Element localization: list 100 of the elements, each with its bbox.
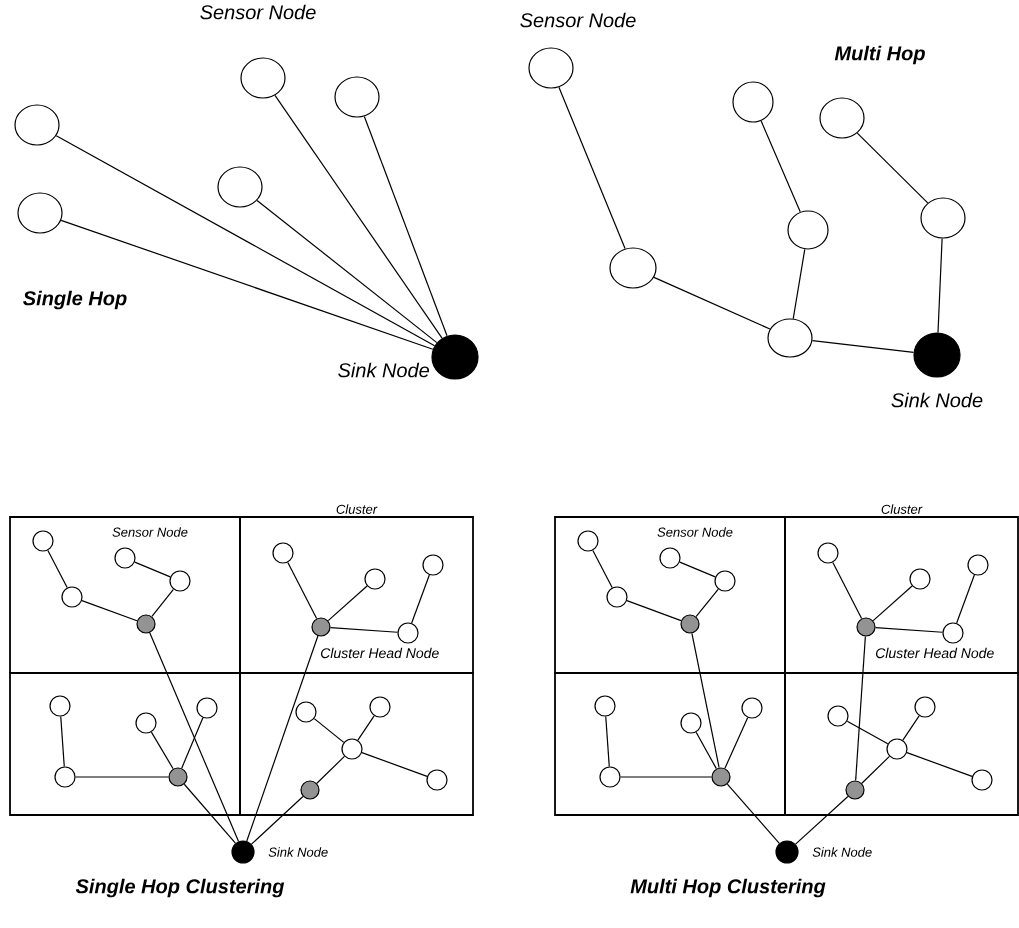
sensor-node-circle <box>767 318 813 358</box>
sensor-node-circle <box>17 192 63 234</box>
node-caption: Sink Node <box>268 847 328 857</box>
connection-line <box>361 752 428 777</box>
cluster-box <box>9 672 241 816</box>
sensor-node-circle <box>217 166 263 208</box>
connection-line <box>60 715 65 767</box>
sensor-node-circle <box>295 701 317 723</box>
connection-line <box>695 588 719 618</box>
connection-line <box>605 715 610 767</box>
sensor-node-circle <box>920 197 966 239</box>
sensor-node-circle <box>240 57 286 99</box>
sensor-node-circle <box>886 738 908 760</box>
sensor-node-circle <box>599 766 621 788</box>
sensor-node-circle <box>680 712 702 734</box>
connection-line <box>81 600 138 622</box>
sensor-node-circle <box>169 570 191 592</box>
connection-line <box>760 120 801 213</box>
annotation-label: Sensor Node <box>112 527 188 537</box>
annotation-label: Sensor Node <box>520 12 636 28</box>
sensor-node-circle <box>942 622 964 644</box>
connection-line <box>287 561 318 620</box>
annotation-label: Cluster Head Node <box>321 647 439 659</box>
connection-line <box>620 776 712 778</box>
cluster-box <box>784 672 1019 816</box>
connection-line <box>691 632 720 769</box>
connection-line <box>626 600 682 622</box>
connection-line <box>855 635 866 781</box>
sensor-node-circle <box>817 542 839 564</box>
connection-line <box>902 715 920 741</box>
sensor-node-circle <box>606 586 628 608</box>
annotation-label: Sensor Node <box>657 527 733 537</box>
connection-line <box>250 795 304 845</box>
cluster-head-circle <box>168 767 188 787</box>
cluster-label: Cluster <box>336 504 378 514</box>
sensor-node-circle <box>609 247 657 289</box>
panel-title: Single Hop Clustering <box>75 878 285 898</box>
connection-line <box>274 94 443 339</box>
connection-line <box>846 720 889 745</box>
node-caption: Sink Node <box>891 392 983 408</box>
connection-line <box>181 717 204 769</box>
node-caption: Sink Node <box>812 847 872 857</box>
sensor-node-circle <box>334 76 380 118</box>
sensor-node-circle <box>819 97 865 139</box>
connection-line <box>872 585 913 622</box>
connection-line <box>653 276 771 330</box>
sensor-node-circle <box>787 210 829 250</box>
cluster-box <box>554 516 786 674</box>
cluster-head-circle <box>856 617 876 637</box>
connection-line <box>134 561 171 578</box>
connection-line <box>875 627 944 633</box>
connection-line <box>724 717 749 769</box>
sensor-node-circle <box>272 542 294 564</box>
annotation-label: Cluster Head Node <box>876 647 994 659</box>
cluster-head-circle <box>300 780 320 800</box>
connection-line <box>558 86 626 250</box>
cluster-box <box>239 672 474 816</box>
connection-line <box>832 561 863 620</box>
sensor-node-circle <box>741 697 763 719</box>
cluster-label: Cluster <box>881 504 923 514</box>
connection-line <box>75 776 169 778</box>
sensor-node-circle <box>14 104 60 146</box>
cluster-head-circle <box>311 617 331 637</box>
connection-line <box>150 731 174 770</box>
sensor-node-circle <box>397 622 419 644</box>
connection-line <box>316 755 346 784</box>
connection-line <box>256 199 438 344</box>
connection-line <box>937 238 943 334</box>
sensor-node-circle <box>426 769 448 791</box>
sensor-node-circle <box>914 696 936 718</box>
annotation-label: Sensor Node <box>200 4 316 20</box>
connection-line <box>55 135 436 347</box>
sensor-node-circle <box>528 47 574 89</box>
sensor-node-circle <box>827 705 849 727</box>
sensor-node-circle <box>32 530 54 552</box>
connection-line <box>726 783 780 844</box>
connection-line <box>956 574 975 624</box>
connection-line <box>906 752 973 777</box>
panel-title: Single Hop <box>23 290 127 310</box>
connection-line <box>149 632 240 842</box>
cluster-head-circle <box>136 614 156 634</box>
cluster-head-circle <box>711 767 731 787</box>
sensor-node-circle <box>732 81 774 123</box>
node-caption: Sink Node <box>338 362 430 378</box>
connection-line <box>151 588 175 618</box>
sensor-node-circle <box>594 695 616 717</box>
sensor-node-circle <box>714 570 736 592</box>
connection-line <box>861 755 890 784</box>
sensor-node-circle <box>577 530 599 552</box>
sensor-node-circle <box>49 695 71 717</box>
connection-line <box>363 115 448 337</box>
connection-line <box>795 795 849 845</box>
sensor-node-circle <box>196 697 218 719</box>
connection-line <box>856 132 929 204</box>
connection-line <box>792 248 806 320</box>
sensor-node-circle <box>114 547 136 569</box>
connection-line <box>330 627 399 633</box>
connection-line <box>60 219 434 350</box>
sensor-node-circle <box>967 554 989 576</box>
connection-line <box>679 561 716 578</box>
